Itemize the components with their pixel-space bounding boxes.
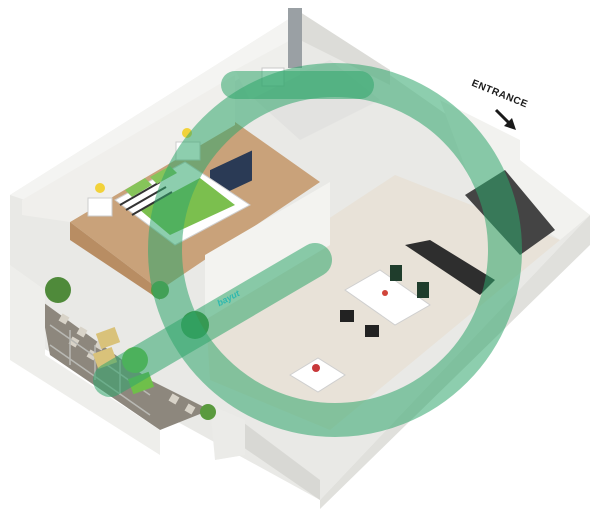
lamp-left [95, 183, 105, 193]
front-wall-left [240, 420, 320, 500]
dining-table [344, 269, 431, 326]
bayut-watermark-icon [93, 63, 522, 437]
coffee-table-flowers [312, 364, 320, 372]
dining-chair-3 [340, 310, 354, 322]
nightstand-left [87, 197, 113, 217]
arrow-down-right-icon [494, 108, 516, 130]
plant-balcony-right [200, 404, 216, 420]
shower-panel [288, 8, 302, 68]
dining-chair-1 [390, 265, 402, 281]
tv-wall [205, 182, 330, 320]
plant-balcony-left [45, 277, 71, 303]
bedroom-floor-shade [70, 222, 160, 300]
dining-chair-2 [417, 282, 429, 298]
balcony-chair-1 [95, 327, 121, 349]
table-vase [382, 290, 388, 296]
kitchen-island [405, 240, 495, 295]
coffee-table [289, 357, 346, 393]
pillow-left [125, 178, 152, 197]
balcony-side-wall [210, 405, 245, 460]
dining-chair-4 [365, 325, 379, 337]
back-wall-left-face [22, 75, 235, 222]
back-wall-left [10, 12, 300, 205]
balcony-parapet [10, 265, 160, 455]
